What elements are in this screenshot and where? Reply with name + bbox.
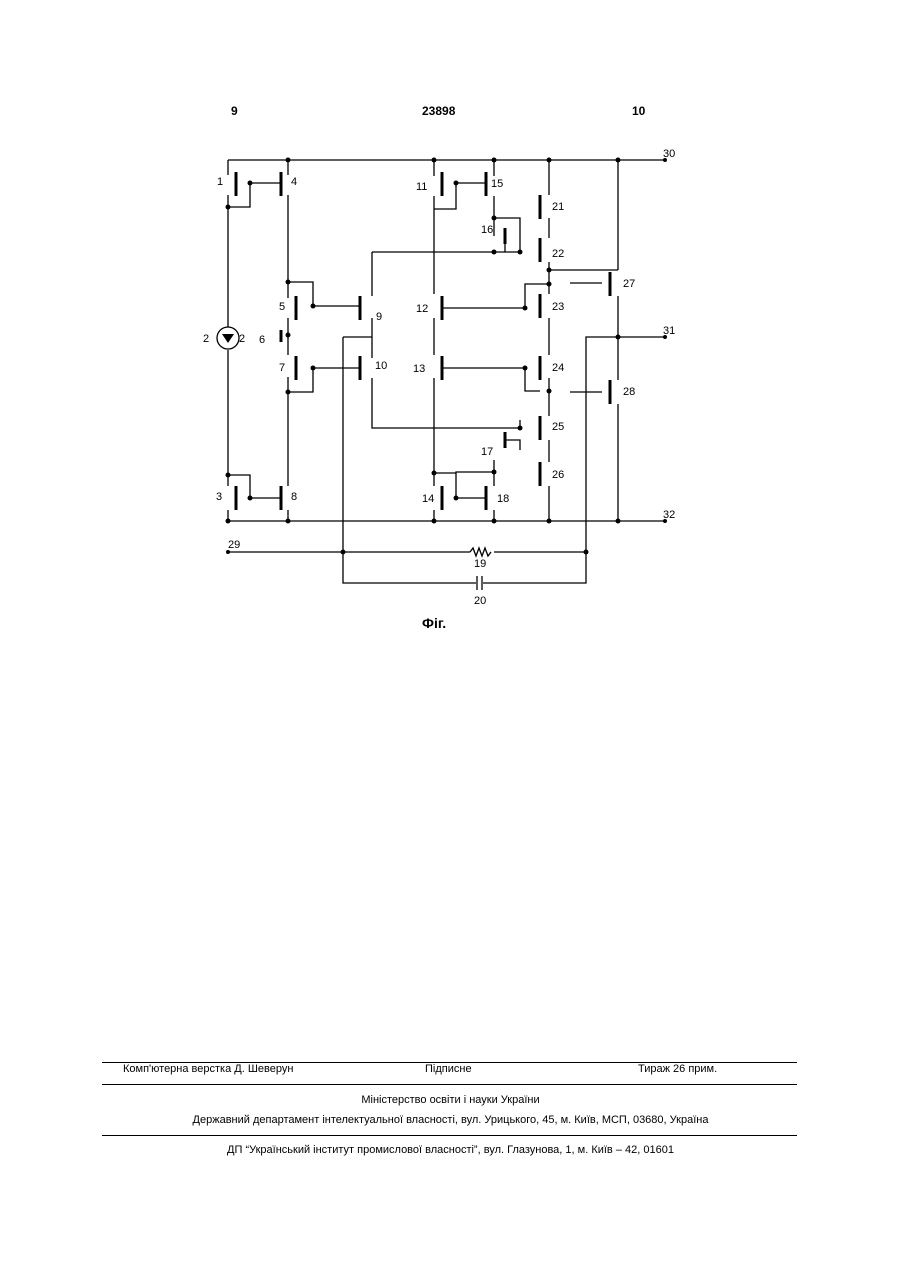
- label-1: 1: [217, 176, 223, 188]
- label-30: 30: [663, 148, 675, 160]
- transistor-bars: [236, 172, 610, 510]
- node-labels: 1 4 2 2 5 6 7 3 8 9 10 11 15 16 12 13 17…: [203, 148, 675, 607]
- footer-rule-middle: [102, 1084, 797, 1085]
- current-source-2: [217, 327, 239, 349]
- label-6: 6: [259, 334, 265, 346]
- label-13: 13: [413, 363, 425, 375]
- label-21: 21: [552, 201, 564, 213]
- resistor-19: [470, 548, 491, 556]
- label-10: 10: [375, 360, 387, 372]
- label-8: 8: [291, 491, 297, 503]
- ministry-line: Міністерство освіти і науки України: [0, 1094, 901, 1106]
- label-2b: 2: [239, 333, 245, 345]
- label-7: 7: [279, 362, 285, 374]
- label-32: 32: [663, 509, 675, 521]
- label-16: 16: [481, 224, 493, 236]
- label-14: 14: [422, 493, 434, 505]
- label-29: 29: [228, 539, 240, 551]
- label-24: 24: [552, 362, 564, 374]
- label-28: 28: [623, 386, 635, 398]
- signed-note: Підписне: [425, 1063, 472, 1075]
- figure-caption: Фіг.: [422, 615, 446, 631]
- label-23: 23: [552, 301, 564, 313]
- label-3: 3: [216, 491, 222, 503]
- label-4: 4: [291, 176, 297, 188]
- label-26: 26: [552, 469, 564, 481]
- circulation: Тираж 26 прим.: [638, 1063, 717, 1075]
- capacitor-20: [477, 576, 482, 590]
- label-17: 17: [481, 446, 493, 458]
- department-line: Державний департамент інтелектуальної вл…: [0, 1114, 901, 1126]
- wires: [228, 160, 665, 583]
- publisher-line: ДП “Український інститут промислової вла…: [0, 1144, 901, 1156]
- label-22: 22: [552, 248, 564, 260]
- label-12: 12: [416, 303, 428, 315]
- label-9: 9: [376, 311, 382, 323]
- layout-credit: Комп'ютерна верстка Д. Шеверун: [123, 1063, 293, 1075]
- label-31: 31: [663, 325, 675, 337]
- label-18: 18: [497, 493, 509, 505]
- label-11: 11: [416, 181, 427, 193]
- circuit-schematic: 1 4 2 2 5 6 7 3 8 9 10 11 15 16 12 13 17…: [0, 0, 901, 660]
- label-5: 5: [279, 301, 285, 313]
- label-19: 19: [474, 558, 486, 570]
- label-25: 25: [552, 421, 564, 433]
- label-20: 20: [474, 595, 486, 607]
- footer-rule-bottom: [102, 1135, 797, 1136]
- label-27: 27: [623, 278, 635, 290]
- label-2: 2: [203, 333, 209, 345]
- label-15: 15: [491, 178, 503, 190]
